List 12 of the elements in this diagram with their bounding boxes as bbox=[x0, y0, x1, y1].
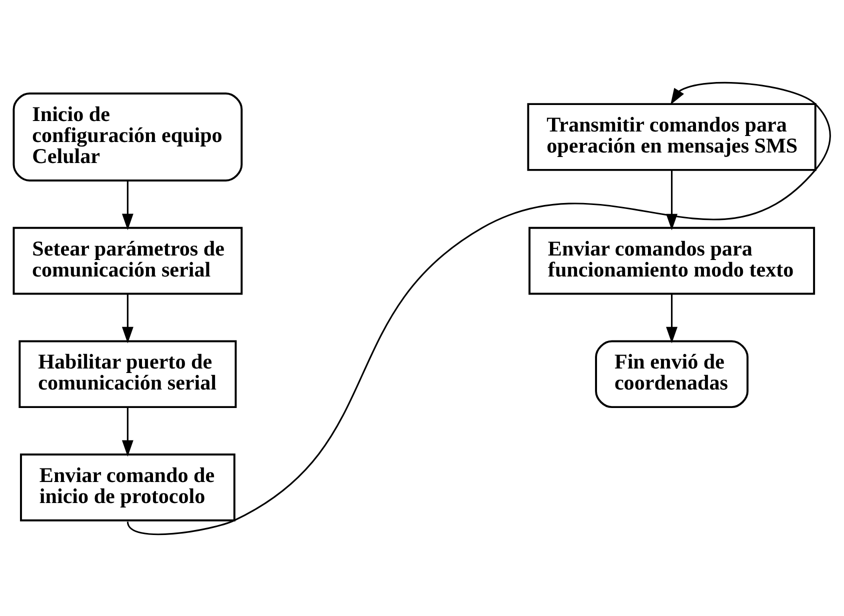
arrow bbox=[122, 406, 134, 456]
arrow bbox=[666, 170, 678, 230]
arrow bbox=[122, 180, 134, 230]
node-box: Enviar comando de inicio de protocolo bbox=[20, 453, 236, 521]
node-box: Setear parámetros de comunicación serial bbox=[12, 226, 243, 294]
node-box: Enviar comandos para funcionamiento modo texto bbox=[528, 226, 816, 294]
node-box: Fin envió de coordenadas bbox=[595, 340, 749, 408]
node-box: Inicio de configuración equipo Celular bbox=[12, 92, 243, 181]
node-box: Transmitir comandos para operación en mensajes SMS bbox=[527, 102, 816, 170]
arrow bbox=[666, 294, 678, 343]
node-box: Habilitar puerto de comunicación serial bbox=[18, 340, 237, 408]
arrow bbox=[122, 294, 134, 343]
